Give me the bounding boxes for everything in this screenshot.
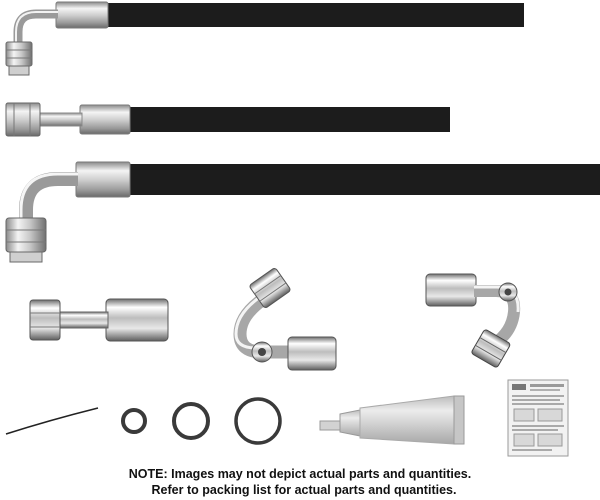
hose-assembly-top (5, 1, 524, 76)
o-ring-medium (172, 402, 210, 440)
hose (106, 3, 524, 27)
wire-tie (5, 407, 99, 435)
hex-nut (5, 41, 33, 67)
bent-tube (13, 9, 58, 44)
note-line-1: NOTE: Images may not depict actual parts… (128, 467, 472, 481)
hex-nut (471, 329, 511, 368)
crimp-ferrule (425, 273, 477, 307)
ferrule (79, 104, 131, 135)
hex-nut (5, 102, 41, 137)
fitting-tube (57, 311, 109, 329)
instruction-sheet (507, 379, 569, 457)
hex-nut (5, 217, 47, 253)
lubricant-tube (319, 395, 465, 445)
hose (128, 107, 450, 132)
hose-assembly-90-long (5, 161, 600, 263)
ferrule (75, 161, 131, 198)
disclaimer-note: NOTE: Images may not depict actual parts… (0, 466, 600, 498)
straight-crimp-fitting (29, 298, 169, 342)
bent-fitting-pigtail (425, 273, 521, 368)
bent-fitting-service-port (233, 268, 337, 371)
ferrule (55, 1, 109, 29)
o-ring-small (121, 408, 147, 434)
hose-assembly-straight (5, 102, 450, 137)
note-line-2: Refer to packing list for actual parts a… (151, 483, 457, 497)
o-ring-large (234, 397, 282, 445)
hose (128, 164, 600, 195)
tube (39, 112, 83, 127)
crimp-ferrule (105, 298, 169, 342)
crimp-ferrule (287, 336, 337, 371)
hex-nut (249, 268, 291, 308)
bent-tube (19, 172, 78, 222)
hex-nut (29, 299, 61, 341)
